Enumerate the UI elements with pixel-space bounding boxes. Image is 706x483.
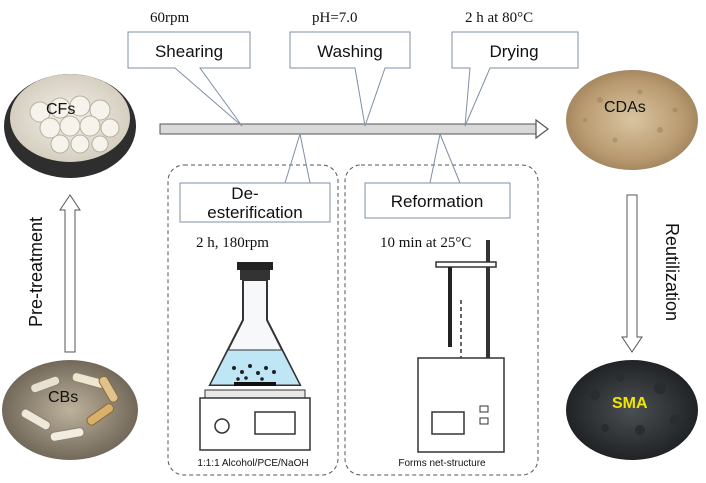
shearing-label: Shearing (155, 42, 223, 61)
shearing-step: 60rpm Shearing (127, 10, 251, 127)
deesterification-caption: 1:1:1 Alcohol/PCE/NaOH (197, 458, 308, 469)
cfs-material: CFs (4, 74, 136, 178)
deesterification-param: 2 h, 180rpm (196, 235, 269, 251)
drying-param: 2 h at 80°C (465, 10, 533, 26)
cdas-label: CDAs (604, 99, 646, 116)
magnetic-stirrer-icon (199, 389, 311, 451)
deesterification-panel: De- esterification 2 h, 180rpm 1:1:1 Alc… (167, 133, 339, 476)
sma-material: SMA (566, 360, 698, 460)
reactor-base-icon (417, 357, 505, 453)
washing-step: pH=7.0 Washing (289, 10, 411, 127)
reutilization-arrow: Reutilization (621, 194, 682, 353)
shearing-param: 60rpm (150, 10, 189, 26)
washing-param: pH=7.0 (312, 10, 358, 26)
reutilization-label: Reutilization (662, 223, 682, 321)
washing-label: Washing (317, 42, 383, 61)
cbs-material: CBs (2, 360, 138, 460)
drying-label: Drying (489, 42, 538, 61)
main-process-arrow (159, 118, 549, 140)
cdas-material: CDAs (566, 70, 698, 170)
cbs-label: CBs (48, 389, 78, 406)
pretreatment-label: Pre-treatment (26, 217, 46, 327)
reformation-caption: Forms net-structure (398, 458, 486, 469)
reformation-panel: Reformation 10 min at 25°C Forms net-str… (344, 133, 539, 476)
sma-label: SMA (612, 395, 648, 412)
reformation-label: Reformation (391, 192, 484, 211)
drying-step: 2 h at 80°C Drying (451, 10, 579, 127)
deesterification-label-1: De- (231, 184, 258, 203)
reformation-param: 10 min at 25°C (380, 235, 471, 251)
cfs-label: CFs (46, 101, 75, 118)
pretreatment-arrow: Pre-treatment (26, 194, 81, 353)
deesterification-label-2: esterification (207, 203, 302, 222)
flask-icon (208, 262, 302, 386)
